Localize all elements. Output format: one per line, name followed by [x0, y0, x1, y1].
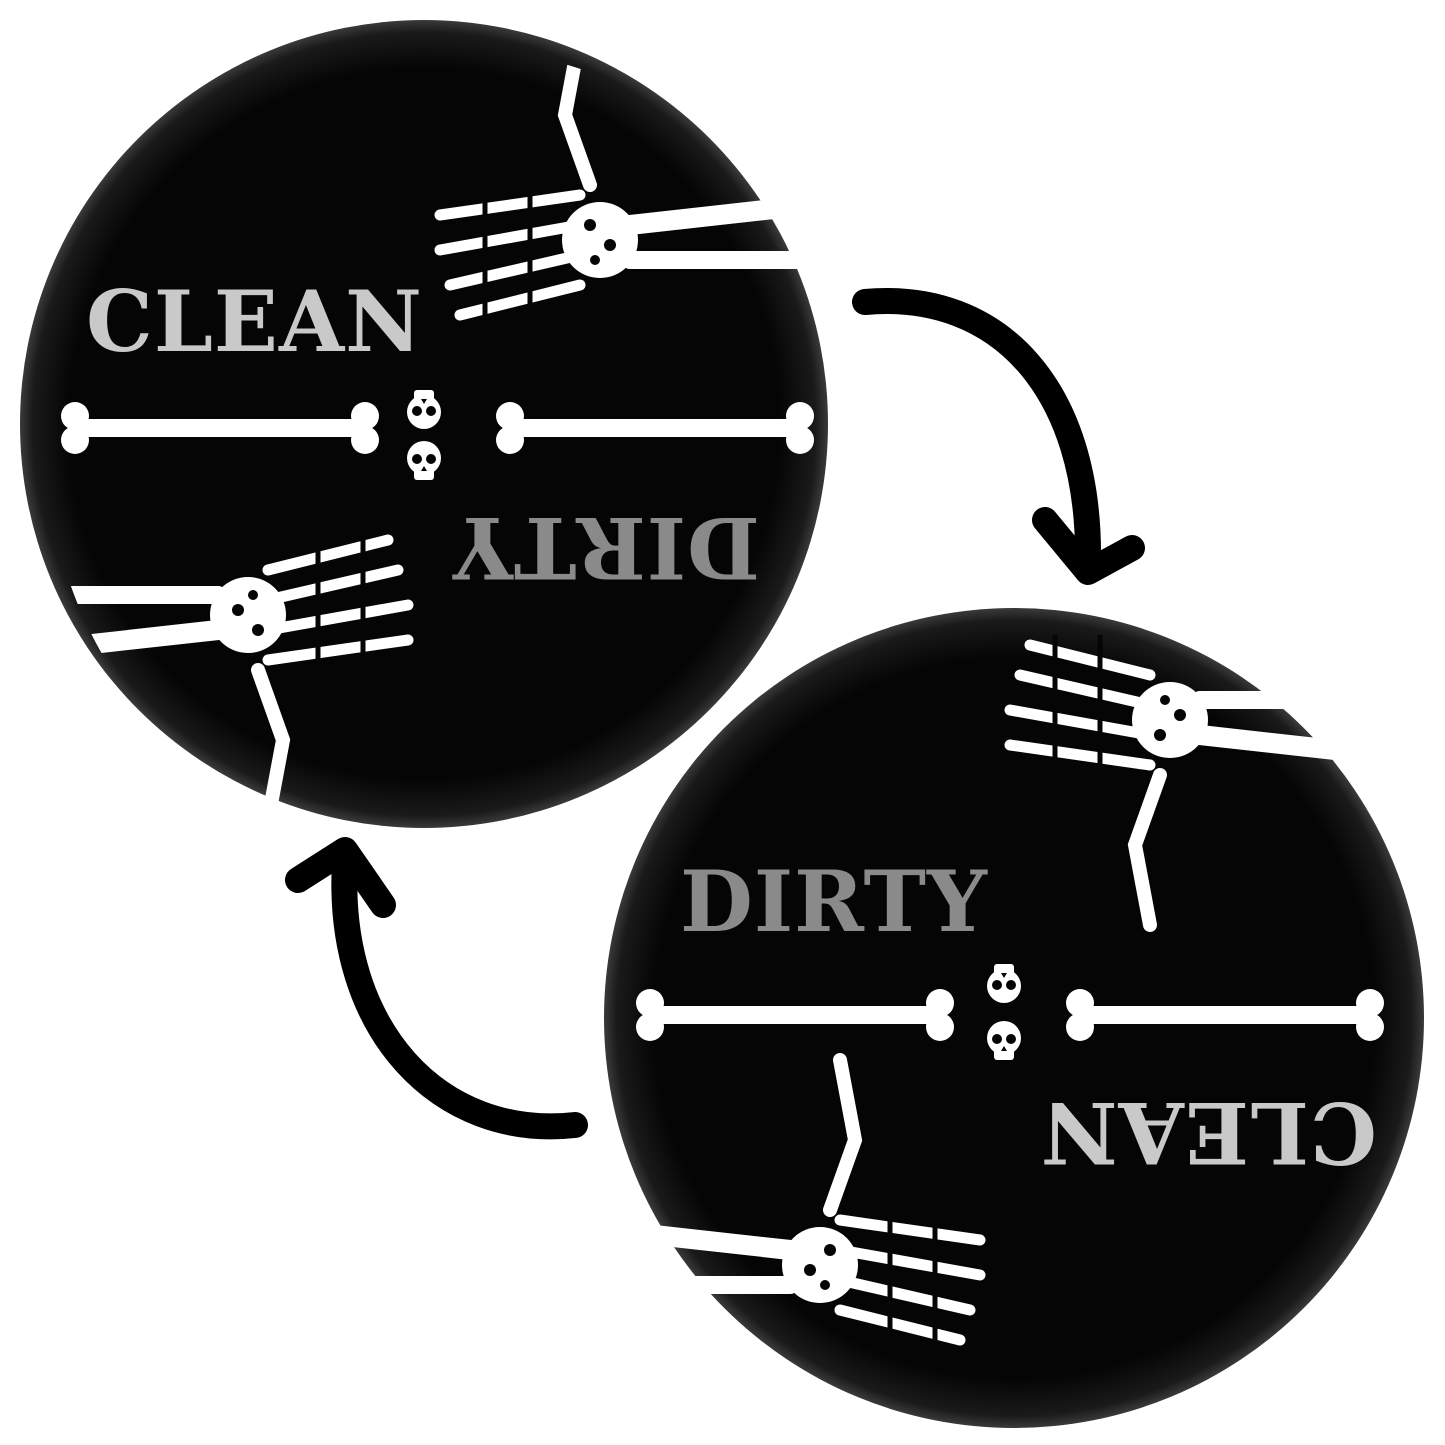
magnet-back — [604, 608, 1424, 1428]
magnet-front — [20, 20, 828, 828]
dirty-label: DIRTY — [452, 498, 760, 597]
curved-arrow-icon — [852, 288, 1145, 585]
dirty-label: DIRTY — [680, 852, 988, 951]
clean-label: CLEAN — [1040, 1083, 1377, 1182]
curved-arrow-icon — [285, 837, 588, 1140]
clean-label: CLEAN — [86, 272, 423, 371]
